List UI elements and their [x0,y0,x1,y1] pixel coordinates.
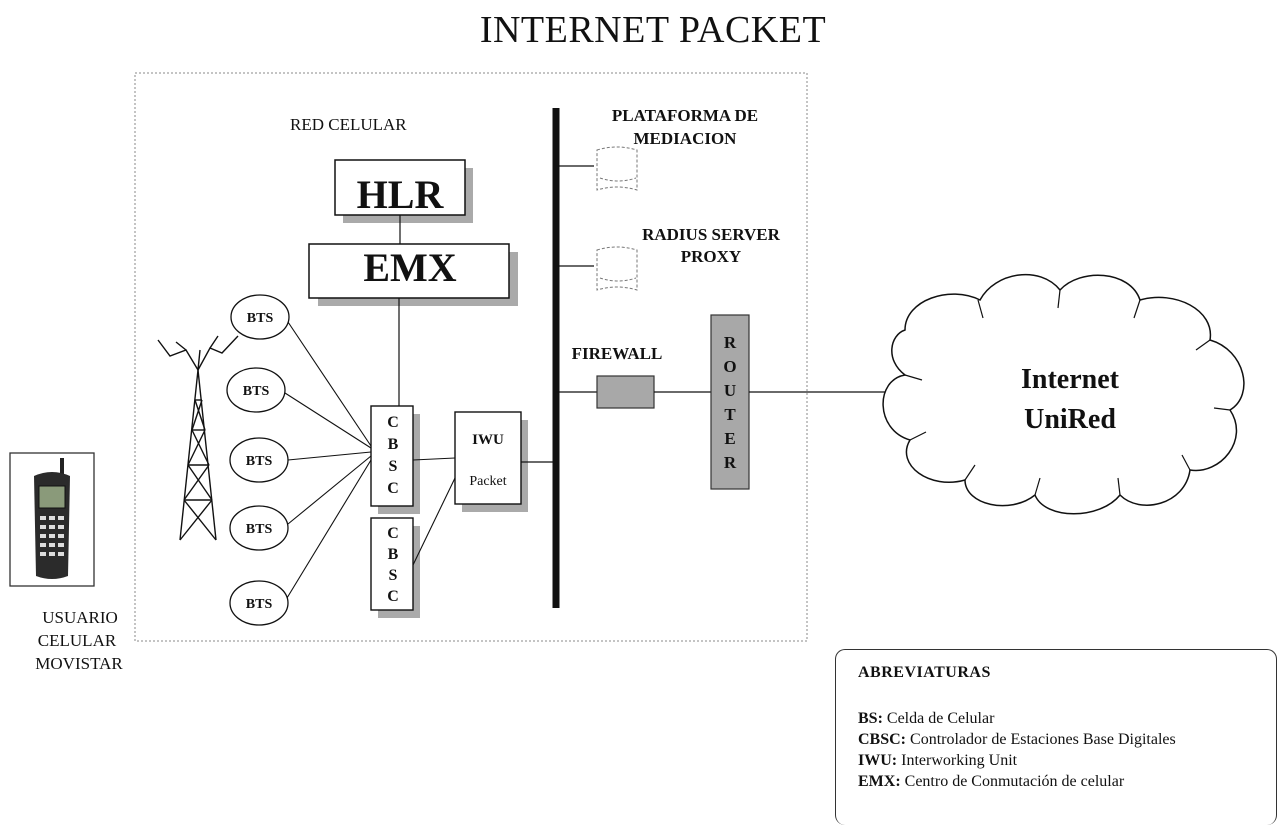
internet-label-2: UniRed [1024,404,1116,435]
legend-item: EMX: Centro de Conmutación de celular [858,771,1176,792]
user-label-1: USUARIO [42,608,118,627]
cbsc-letter: C [387,525,399,542]
hlr-node: HLR [334,159,473,223]
diagram-title: INTERNET PACKET [479,9,827,51]
radius-label-2: PROXY [681,247,741,266]
bts-cbsc-links [284,321,372,599]
router-letter: U [724,381,736,400]
firewall-node [596,375,655,409]
cbsc-letter: S [389,458,398,475]
hlr-label: HLR [357,172,445,217]
bts-group: BTS BTS BTS BTS BTS [226,294,290,626]
bts-label: BTS [246,597,273,612]
bts-node [229,505,289,551]
legend-list: BS: Celda de Celular CBSC: Controlador d… [858,708,1176,792]
mobile-phone-icon [9,452,95,587]
emx-node: EMX [308,243,518,306]
iwu-packet-node: IWU Packet [454,411,528,512]
legend-text: Centro de Conmutación de celular [904,773,1125,790]
tower-icon [157,335,239,541]
plataforma-server-icon [596,146,638,191]
internet-label-1: Internet [1021,364,1120,395]
legend-abbr: CBSC: [858,731,907,748]
router-letter: R [724,333,737,352]
legend-abbr: EMX: [858,773,901,790]
user-label-3: MOVISTAR [35,654,123,673]
radius-server-icon [596,246,638,291]
cbsc-letter: B [388,546,399,563]
router-letter: E [724,429,735,448]
plataforma-label-1: PLATAFORMA DE [612,106,758,125]
legend-item: CBSC: Controlador de Estaciones Base Dig… [858,729,1176,750]
bts-label: BTS [246,522,273,537]
bts-label: BTS [247,311,274,326]
iwu-label: IWU [472,432,504,448]
iwu-packet-label: Packet [469,474,506,489]
legend-text: Interworking Unit [901,752,1018,769]
cbsc-letter: C [387,588,399,605]
legend-text: Celda de Celular [886,710,995,727]
router-letter: O [723,357,736,376]
cbsc-node: C B S C [370,405,420,514]
plataforma-label-2: MEDIACION [634,129,738,148]
firewall-label: FIREWALL [572,344,663,363]
legend-abbr: BS: [858,710,883,727]
router-letter: R [724,453,737,472]
bts-label: BTS [246,454,273,469]
internet-cloud: Internet UniRed [882,273,1245,515]
bts-node [229,580,289,626]
abbreviations-legend: ABREVIATURAS BS: Celda de Celular CBSC: … [835,649,1277,825]
red-celular-frame [134,72,808,642]
bts-node [230,294,290,340]
cbsc-letter: S [389,567,398,584]
cbsc-letter: C [387,414,399,431]
bts-label: BTS [243,384,270,399]
radius-label-1: RADIUS SERVER [642,225,781,244]
cbsc-letter: B [388,436,399,453]
legend-item: BS: Celda de Celular [858,708,1176,729]
cbsc-node: C B S C [370,517,420,618]
emx-label: EMX [363,245,456,290]
legend-abbr: IWU: [858,752,898,769]
cbsc-letter: C [387,480,399,497]
legend-item: IWU: Interworking Unit [858,750,1176,771]
legend-title: ABREVIATURAS [858,664,991,681]
bts-node [226,367,286,413]
user-label-2: CELULAR [38,631,117,650]
router-letter: T [724,405,736,424]
red-celular-label: RED CELULAR [290,115,407,134]
legend-text: Controlador de Estaciones Base Digitales [910,731,1176,748]
router-node: R O U T E R [710,314,750,490]
cbsc-iwu-links [412,457,456,566]
